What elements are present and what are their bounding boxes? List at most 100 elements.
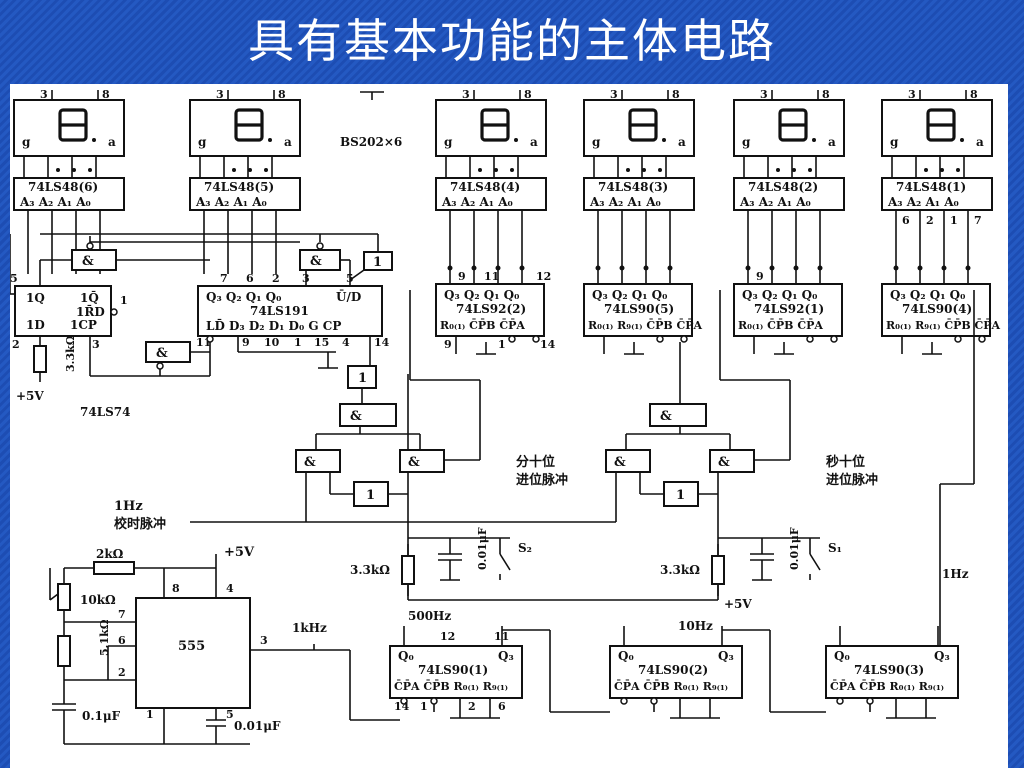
segment-a-label: a [108, 135, 116, 149]
not-gate-191: 1 [349, 234, 393, 281]
svg-text:5: 5 [10, 272, 18, 285]
decoder1-pin: 7 [974, 214, 982, 227]
counter-74ls191: Q₃ Q₂ Q₁ Q₀ Ū/D 74LS191 LD̄ D₃ D₂ D₁ D₀ … [196, 272, 390, 376]
svg-text:3.3kΩ: 3.3kΩ [350, 563, 390, 577]
svg-text:+5V: +5V [224, 545, 255, 560]
counter-outputs: Q₃ Q₂ Q₁ Q₀ [592, 288, 667, 302]
decoder-name: 74LS48(5) [204, 180, 274, 194]
counter-outputs: Q₃ Q₂ Q₁ Q₀ [444, 288, 519, 302]
segment-g-label: g [742, 135, 751, 149]
display-pin-left: 3 [610, 88, 618, 101]
svg-text:进位脉冲: 进位脉冲 [516, 472, 568, 488]
divider-inputs: C̄P̄A C̄P̄B R₀₍₁₎ R₉₍₁₎ [830, 679, 944, 693]
debounce-s1: 3.3kΩ 0.01μF S₁ +5V [660, 527, 842, 611]
display-pin-left: 3 [462, 88, 470, 101]
svg-text:1Hz: 1Hz [942, 567, 969, 581]
decoder-name: 74LS48(4) [450, 180, 520, 194]
display-pin-left: 3 [908, 88, 916, 101]
display-pin-right: 8 [822, 88, 830, 101]
svg-text:2: 2 [118, 666, 126, 679]
svg-text:14: 14 [374, 336, 390, 349]
svg-text:Q₃ Q₂ Q₁ Q₀: Q₃ Q₂ Q₁ Q₀ [206, 290, 281, 304]
svg-text:&: & [614, 455, 626, 470]
decoder-inputs: A₃ A₂ A₁ A₀ [441, 195, 513, 209]
svg-text:1D: 1D [26, 318, 45, 332]
decoder-name: 74LS48(1) [896, 180, 966, 194]
svg-text:0.1μF: 0.1μF [82, 709, 121, 723]
svg-text:1Hz: 1Hz [114, 499, 143, 514]
svg-text:74LS191: 74LS191 [250, 304, 309, 318]
divider-pin: 14 [394, 700, 410, 713]
segment-g-label: g [198, 135, 207, 149]
divider-inputs: C̄P̄A C̄P̄B R₀₍₁₎ R₉₍₁₎ [394, 679, 508, 693]
display-pin-right: 8 [672, 88, 680, 101]
segment-g-label: g [22, 135, 31, 149]
svg-text:1: 1 [294, 336, 302, 349]
svg-text:4: 4 [226, 582, 234, 595]
svg-text:1R̄D: 1R̄D [76, 303, 105, 319]
segment-a-label: a [828, 135, 836, 149]
counter-name: 74LS92(1) [754, 302, 824, 316]
svg-text:15: 15 [314, 336, 329, 349]
display-pin-right: 8 [970, 88, 978, 101]
decoder-inputs: A₃ A₂ A₁ A₀ [887, 195, 959, 209]
svg-text:+5V: +5V [724, 597, 752, 611]
decoder1-pin: 1 [950, 214, 958, 227]
counter-pin: 9 [458, 270, 466, 283]
divider-name: 74LS90(3) [854, 663, 924, 677]
minute-carry-gates: & & & 1 分十位 进位脉冲 [295, 374, 568, 596]
counter-inputs: R₀₍₁₎ C̄P̄B C̄P̄A [738, 318, 823, 332]
slide-title: 具有基本功能的主体电路 [248, 14, 776, 68]
divider-q0: Q₀ [618, 649, 634, 663]
divider-name: 74LS90(2) [638, 663, 708, 677]
svg-text:S₂: S₂ [518, 541, 532, 555]
divider-q0: Q₀ [834, 649, 850, 663]
svg-text:3: 3 [260, 634, 268, 647]
svg-text:3: 3 [92, 338, 100, 351]
svg-text:秒十位: 秒十位 [826, 454, 865, 470]
svg-text:4: 4 [342, 336, 350, 349]
decoder-inputs: A₃ A₂ A₁ A₀ [589, 195, 661, 209]
svg-text:&: & [310, 254, 322, 269]
counter-inputs: R₀₍₁₎ C̄P̄B C̄P̄A [440, 318, 525, 332]
svg-text:6: 6 [246, 272, 254, 285]
svg-text:1: 1 [120, 294, 128, 307]
svg-text:校时脉冲: 校时脉冲 [114, 516, 166, 532]
counter-name: 74LS90(5) [604, 302, 674, 316]
divider-name: 74LS90(1) [418, 663, 488, 677]
counter-pin: 9 [756, 270, 764, 283]
svg-text:S₁: S₁ [828, 541, 842, 555]
counter-outputs: Q₃ Q₂ Q₁ Q₀ [890, 288, 965, 302]
svg-text:3.3kΩ: 3.3kΩ [660, 563, 700, 577]
svg-text:&: & [660, 409, 672, 424]
svg-text:3.3kΩ: 3.3kΩ [64, 335, 77, 372]
svg-text:1: 1 [366, 488, 375, 503]
divider-pin: 2 [468, 700, 476, 713]
svg-text:+5V: +5V [16, 389, 44, 403]
svg-text:9: 9 [242, 336, 250, 349]
and-gate-ff-top: & [39, 236, 210, 286]
svg-text:LD̄ D₃ D₂ D₁ D₀ G CP: LD̄ D₃ D₂ D₁ D₀ G CP [206, 317, 341, 333]
display-pin-right: 8 [102, 88, 110, 101]
decoder-name: 74LS48(2) [748, 180, 818, 194]
divider-q3: Q₃ [718, 649, 734, 663]
and-gate-191: & [299, 234, 351, 286]
svg-text:2kΩ: 2kΩ [96, 547, 124, 561]
svg-text:5.1kΩ: 5.1kΩ [98, 619, 111, 656]
divider-q0: Q₀ [398, 649, 414, 663]
svg-text:&: & [718, 455, 730, 470]
svg-text:1: 1 [146, 708, 154, 721]
counter-name: 74LS90(4) [902, 302, 972, 316]
